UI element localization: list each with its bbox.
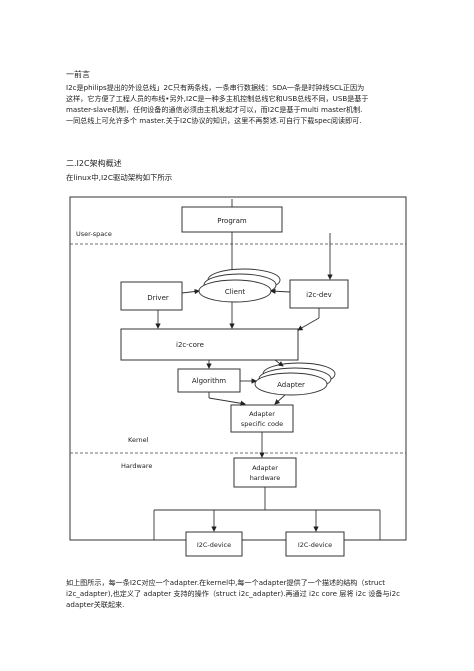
section-heading-preface: 一前言: [66, 70, 90, 79]
zone-label-kernel: Kernel: [128, 436, 149, 444]
paragraph-line: adapter关联起来.: [66, 600, 125, 609]
arrow-driver-client: [181, 288, 200, 295]
paragraph-line: 一同总线上可允许多个 master.关于I2C协议的知识，这里不再赘述.可自行下…: [66, 116, 362, 125]
arrow-i2cdev-client: [270, 288, 291, 294]
arrow-core-adapter: [274, 359, 284, 367]
client-label: Client: [225, 288, 246, 296]
i2c-architecture-diagram: User-space Kernel Hardware Program Clien…: [60, 190, 422, 570]
adapter-hardware-label-1: Adapter: [252, 464, 278, 472]
adapter-label: Adapter: [277, 381, 305, 389]
i2c-core-box: [120, 328, 299, 361]
i2c-device-box-2: [285, 531, 345, 557]
program-box: [181, 206, 283, 233]
zone-label-user-space: User-space: [76, 230, 112, 238]
i2c-dev-label: i2c-dev: [306, 291, 332, 299]
arrow-algorithm-specific: [208, 397, 246, 406]
i2c-device-box-1: [185, 531, 243, 557]
algorithm-label: Algorithm: [192, 377, 226, 385]
adapter-specific-label-2: specific code: [241, 420, 283, 428]
paragraph-line: 如上图所示，每一条I2C对应一个adapter.在kernel中,每一个adap…: [66, 578, 386, 587]
paragraph-line: master-slave机制，任何设备的通信必须由主机发起才可以，而I2C是基于…: [66, 105, 363, 114]
adapter-specific-label-1: Adapter: [249, 410, 275, 418]
adapter-ellipse-front: [254, 372, 328, 396]
adapter-hardware-box: [233, 457, 297, 488]
preface-paragraph: I2c是philips提出的外设总线」2C只有两条线，一条串行数据线：SDA一条…: [66, 82, 418, 126]
driver-box: [120, 281, 183, 311]
paragraph-line: I2c是philips提出的外设总线」2C只有两条线，一条串行数据线：SDA一条…: [66, 83, 365, 92]
driver-label: Driver: [147, 294, 169, 302]
section-heading-overview: 二.I2C架构概述: [66, 159, 122, 168]
program-label: Program: [217, 217, 247, 225]
i2c-device-label-2: I2C-device: [298, 541, 332, 549]
arrow-adapter-specific: [274, 394, 286, 405]
summary-paragraph: 如上图所示，每一条I2C对应一个adapter.在kernel中,每一个adap…: [66, 577, 418, 610]
paragraph-line: i2c_adapter),也定义了 adapter 支持的操作（struct i…: [66, 589, 401, 598]
i2c-core-label: i2c-core: [176, 341, 204, 349]
i2c-device-label-1: I2C-device: [197, 541, 231, 549]
paragraph-line: 这样，它方便了工程人员的布线•另外,I2C是一种多主机控制总线它和USB总线不同…: [66, 94, 369, 103]
overview-intro: 在linux中,I2C驱动架构如下所示: [66, 173, 173, 182]
adapter-hardware-label-2: hardware: [250, 474, 281, 482]
zone-label-hardware: Hardware: [121, 462, 152, 470]
arrow-i2cdev-core: [297, 317, 320, 331]
